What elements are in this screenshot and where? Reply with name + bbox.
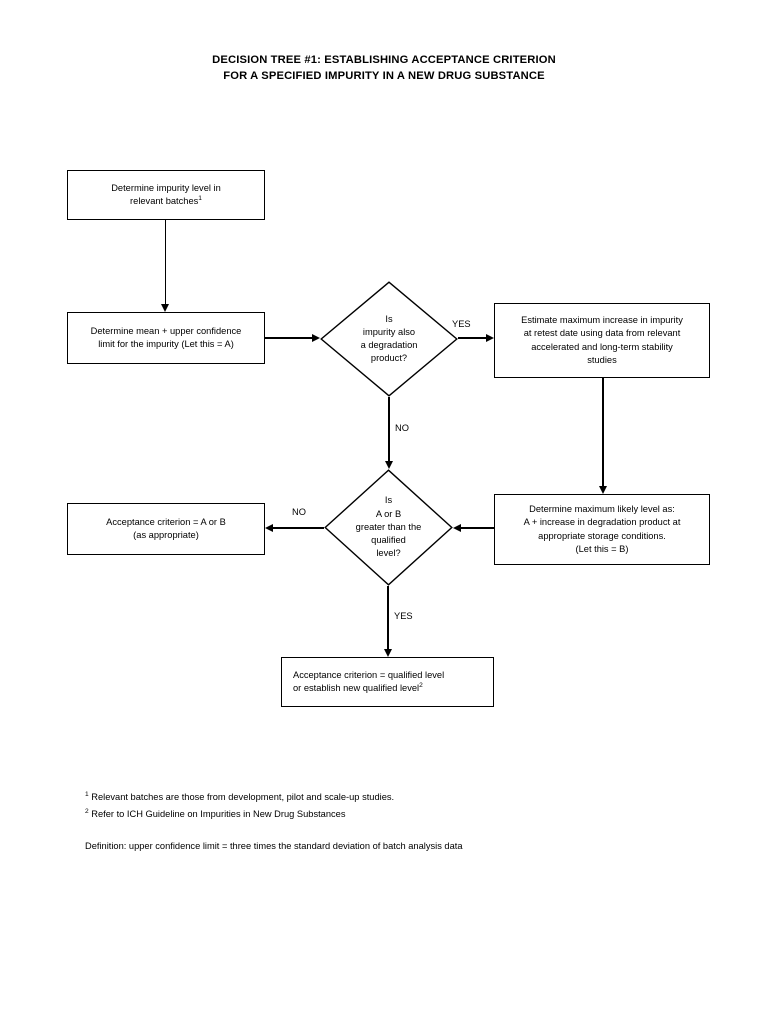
node-determine-likely-line2: A + increase in degradation product at [523,517,681,528]
decision-degradation-line1: Is [385,313,393,324]
node-determine-impurity-level[interactable]: Determine impurity level in relevant bat… [67,170,265,220]
node-acceptance-qualified-line1: Acceptance criterion = qualified level [293,669,445,680]
footnote-2-text: Refer to ICH Guideline on Impurities in … [91,808,346,819]
node-estimate-maximum-increase[interactable]: Estimate maximum increase in impurity at… [494,303,710,378]
node-determine-mean-line2: limit for the impurity (Let this = A) [98,339,234,349]
decision-degradation-line3: a degradation [360,340,418,350]
edge-label-greater-no: NO [292,506,306,518]
node-acceptance-criterion-a-or-b[interactable]: Acceptance criterion = A or B (as approp… [67,503,265,555]
edge-label-degradation-yes: YES [452,318,471,330]
edge-label-greater-yes: YES [394,610,413,622]
node-acceptance-ab-line1: Acceptance criterion = A or B [106,516,226,527]
connector-mean-to-degradation [265,337,312,339]
connector-degradation-yes-to-estimate [458,337,486,339]
footnote-1-marker: 1 [85,790,89,798]
node-acceptance-criterion-qualified-level[interactable]: Acceptance criterion = qualified level o… [281,657,494,707]
decision-greater-line4: qualified [371,535,406,546]
footnote-1: 1 Relevant batches are those from develo… [85,789,705,806]
decision-degradation-text: Is impurity also a degradation product? [320,281,458,397]
decision-is-impurity-degradation-product[interactable]: Is impurity also a degradation product? [320,281,458,397]
connector-greater-yes-to-acceptance-qualified [387,586,389,649]
connector-greater-no-to-acceptance-ab [273,527,324,529]
decision-greater-line5: level? [376,548,401,559]
decision-greater-text: Is A or B greater than the qualified lev… [324,469,453,586]
footnotes-block: 1 Relevant batches are those from develo… [85,789,705,855]
diamond-shape-degradation [320,281,458,397]
decision-is-a-or-b-greater-than-qualified-level[interactable]: Is A or B greater than the qualified lev… [324,469,453,586]
node-acceptance-ab-line2: (as appropriate) [133,530,199,540]
footnote-ref-1: 1 [198,194,202,202]
footnote-2-marker: 2 [85,807,89,815]
diagram-title: DECISION TREE #1: ESTABLISHING ACCEPTANC… [0,52,768,84]
arrowhead-likely-to-greater [453,523,461,532]
edge-label-degradation-no: NO [395,422,409,434]
node-determine-maximum-likely-level[interactable]: Determine maximum likely level as: A + i… [494,494,710,565]
footnote-2: 2 Refer to ICH Guideline on Impurities i… [85,806,705,823]
arrowhead-mean-to-degradation [312,333,320,342]
connector-impurity-to-mean [164,220,166,304]
connector-likely-to-greater [461,527,494,529]
arrowhead-degradation-yes-to-estimate [486,333,494,342]
diamond-shape-greater [324,469,453,586]
node-determine-likely-line1: Determine maximum likely level as: [529,504,675,515]
node-estimate-maximum-line2: at retest date using data from relevant [523,328,681,339]
diagram-title-line1: DECISION TREE #1: ESTABLISHING ACCEPTANC… [212,54,556,66]
node-estimate-maximum-line4: studies [587,354,617,365]
connector-degradation-no-to-greater [388,397,390,461]
decision-greater-line1: Is [384,495,393,506]
connector-estimate-to-likely [602,378,604,486]
arrowhead-greater-yes-to-acceptance-qualified [383,649,392,657]
decision-degradation-line4: product? [370,353,408,364]
arrowhead-degradation-no-to-greater [384,461,393,469]
node-determine-impurity-line2: relevant batches [130,196,199,206]
decision-degradation-line2: impurity also [362,326,416,337]
node-estimate-maximum-line3: accelerated and long-term stability [531,341,673,352]
arrowhead-estimate-to-likely [598,486,607,494]
node-determine-mean-upper-confidence[interactable]: Determine mean + upper confidence limit … [67,312,265,364]
node-estimate-maximum-line1: Estimate maximum increase in impurity [521,315,683,326]
diagram-title-line2: FOR A SPECIFIED IMPURITY IN A NEW DRUG S… [223,70,545,82]
arrowhead-impurity-to-mean [160,304,169,312]
footnote-1-text: Relevant batches are those from developm… [91,792,395,802]
decision-greater-line3: greater than the [355,521,422,532]
node-determine-likely-line4: (Let this = B) [575,543,629,554]
arrowhead-greater-no-to-acceptance-ab [265,523,273,532]
node-determine-impurity-line1: Determine impurity level in [111,182,221,193]
footnote-ref-2: 2 [419,681,423,689]
node-acceptance-qualified-line2: or establish new qualified level [293,683,420,693]
node-determine-mean-line1: Determine mean + upper confidence [90,325,242,336]
definition-text: Definition: upper confidence limit = thr… [85,841,463,851]
decision-greater-line2: A or B [375,508,402,519]
node-determine-likely-line3: appropriate storage conditions. [538,530,666,541]
